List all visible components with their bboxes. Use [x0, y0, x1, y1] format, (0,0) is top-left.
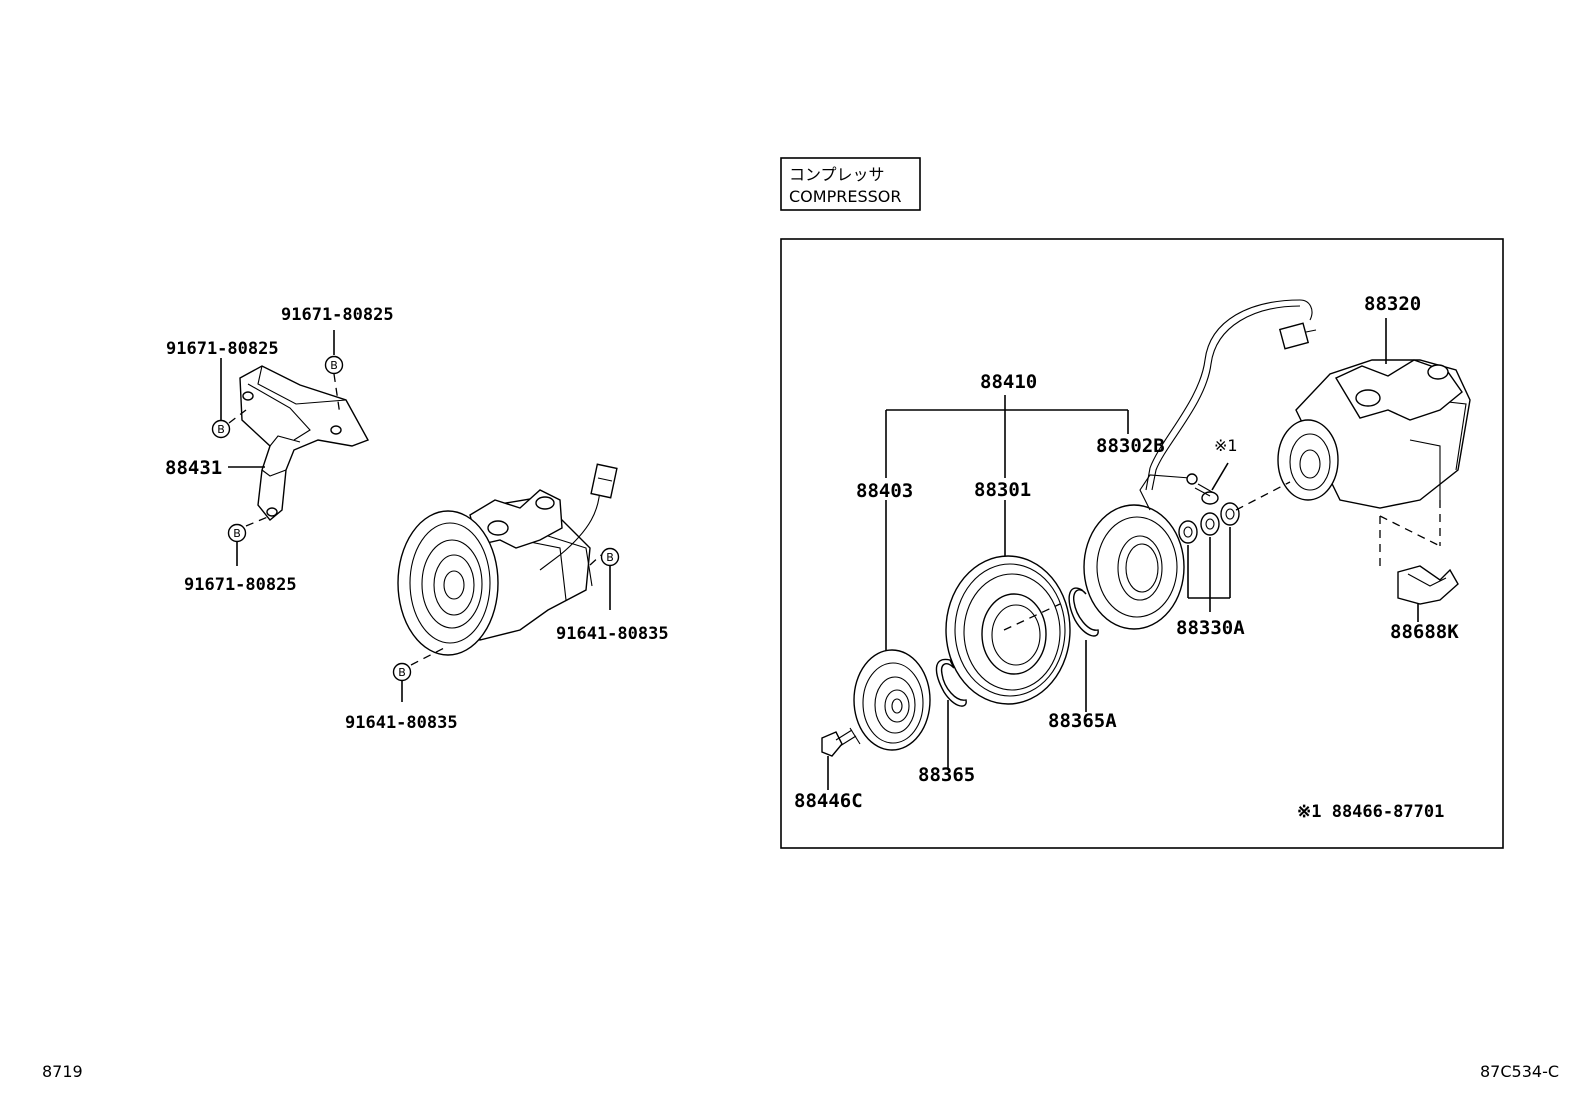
pulley-88301-drawing: [945, 555, 1071, 705]
svg-text:B: B: [217, 423, 225, 436]
label-bracket-88431: 88431: [165, 457, 222, 479]
svg-text:B: B: [330, 359, 338, 372]
label-bracket-88688k: 88688K: [1390, 621, 1459, 643]
label-snap-ring-88365: 88365: [918, 764, 975, 786]
title-jp: コンプレッサ: [789, 165, 885, 184]
bolt-88446c-drawing: [821, 727, 861, 757]
svg-text:B: B: [233, 527, 241, 540]
bolt-note-drawing: [1194, 483, 1219, 505]
label-stator-88302b: 88302B: [1096, 435, 1165, 457]
label-hub-88403: 88403: [856, 480, 913, 502]
title-box: コンプレッサ COMPRESSOR: [780, 157, 921, 211]
stator-88302b-drawing: [1083, 299, 1317, 630]
label-bolt-bottom: 91671-80825: [184, 575, 297, 595]
label-note-mark: ※1: [1214, 436, 1238, 455]
bracket-88431-drawing: [239, 365, 370, 521]
label-shim-88330a: 88330A: [1176, 617, 1245, 639]
compressor-88320-drawing: [1277, 359, 1471, 509]
label-bolt-left: 91671-80825: [166, 339, 279, 359]
circle-mark-top: B: [324, 355, 344, 375]
exploded-view-frame: [780, 238, 1504, 849]
snap-ring-88365a-drawing: [1068, 587, 1099, 637]
svg-text:B: B: [606, 551, 614, 564]
label-bolt-top: 91671-80825: [281, 305, 394, 325]
diagram-code: 87C534-C: [1480, 1062, 1559, 1081]
label-compressor-88320: 88320: [1364, 293, 1421, 315]
exploded-view: 88320 88410 88302B ※1 88403 88301 88330A…: [780, 238, 1504, 849]
label-bolt-right: 91641-80835: [556, 624, 669, 644]
compressor-left-drawing: [397, 463, 618, 656]
page-number: 8719: [42, 1062, 83, 1081]
title-en: COMPRESSOR: [789, 187, 901, 206]
label-bolt-88446c: 88446C: [794, 790, 863, 812]
snap-ring-88365-drawing: [935, 658, 967, 707]
circle-mark-right: B: [600, 547, 620, 567]
bracket-88688k-drawing: [1397, 565, 1459, 605]
hub-88403-drawing: [853, 649, 931, 751]
label-clutch-assy-88410: 88410: [980, 371, 1037, 393]
label-pulley-88301: 88301: [974, 479, 1031, 501]
label-snap-ring-88365a: 88365A: [1048, 710, 1117, 732]
svg-text:B: B: [398, 666, 406, 679]
label-bolt-lower: 91641-80835: [345, 713, 458, 733]
footnote: ※1 88466-87701: [1297, 802, 1444, 822]
circle-mark-left: B: [211, 419, 231, 439]
shims-88330a-drawing: [1178, 502, 1240, 544]
circle-mark-bottom: B: [227, 523, 247, 543]
circle-mark-lower: B: [392, 662, 412, 682]
left-assembly: B B B B B 91671-80825 91671-80825 88431 …: [165, 305, 669, 733]
